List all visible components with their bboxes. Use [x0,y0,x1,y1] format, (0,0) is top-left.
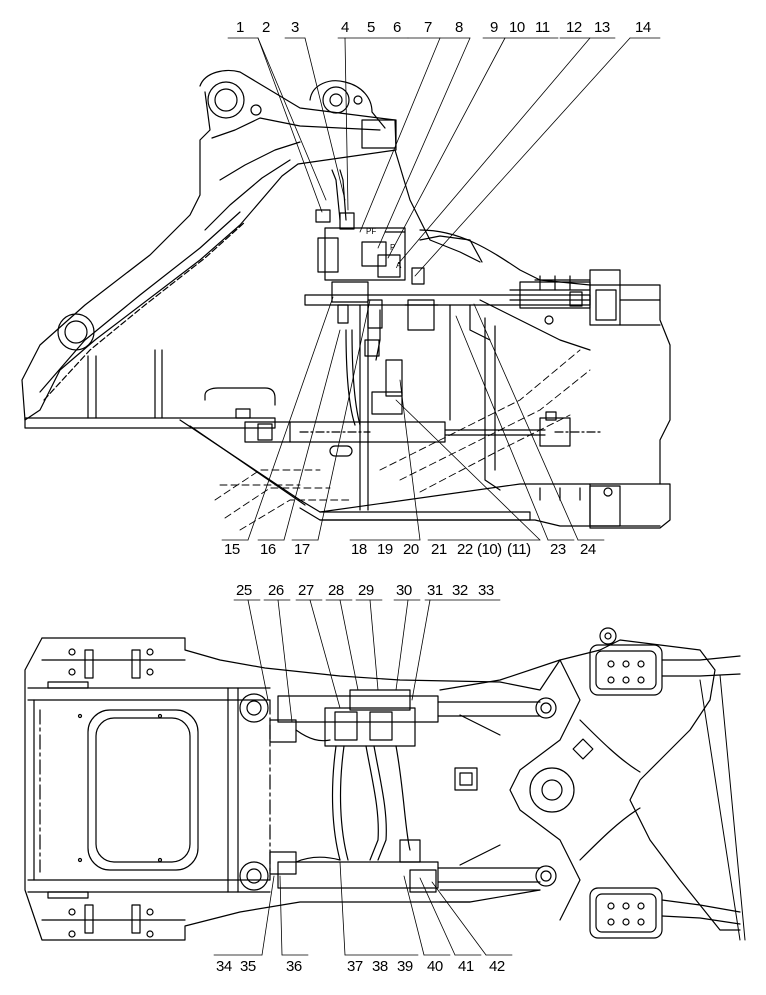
hidden-lines [215,350,590,530]
callout-41: 41 [458,958,474,975]
callout-9: 9 [490,19,498,36]
plan-cylinders [240,694,556,892]
callout-32: 32 [452,582,468,599]
callout-25: 25 [236,582,252,599]
lower-frame [180,295,660,526]
callout-15: 15 [224,541,240,558]
callout-34: 34 [216,958,232,975]
callout-27: 27 [298,582,314,599]
callout-20: 20 [403,541,419,558]
callout-11: 11 [535,19,550,36]
callout-37: 37 [347,958,363,975]
valve-port-pf: PF [366,227,376,236]
callout-12: 12 [566,19,582,36]
chassis-outline [25,638,560,940]
valve-block: PF P A [316,170,438,425]
callout-19: 19 [377,541,393,558]
callout-17: 17 [294,541,310,558]
side-elevation-view: PF P A [22,38,670,540]
callout-29: 29 [358,582,374,599]
callout-38: 38 [372,958,388,975]
plan-view [25,600,745,955]
callout-24: 24 [580,541,596,558]
callout-22-ref-11: (11) [507,541,531,558]
leader-lines-mid [222,297,604,540]
leader-lines-plan [214,600,512,955]
plan-rear-frame [440,628,745,940]
callout-23: 23 [550,541,566,558]
callout-10: 10 [509,19,525,36]
callout-8: 8 [455,19,463,36]
boom-arm [22,71,482,420]
callout-33: 33 [478,582,494,599]
base-plate [25,350,275,428]
leader-lines-top [228,38,660,276]
callout-30: 30 [396,582,412,599]
callout-22: 22 [457,541,473,558]
right-frame [420,230,670,528]
callout-6: 6 [393,19,401,36]
callout-3: 3 [291,19,299,36]
callout-22-ref-10: (10) [477,541,502,558]
callout-39: 39 [397,958,413,975]
callout-40: 40 [427,958,443,975]
callout-13: 13 [594,19,610,36]
callout-7: 7 [424,19,432,36]
callout-42: 42 [489,958,505,975]
main-cylinder [245,412,600,456]
callout-36: 36 [286,958,302,975]
callout-1: 1 [236,19,244,36]
callout-2: 2 [262,19,270,36]
callout-28: 28 [328,582,344,599]
valve-port-p: P [390,243,395,252]
callout-18: 18 [351,541,367,558]
callout-35: 35 [240,958,256,975]
valve-port-a: A [396,261,402,270]
callout-26: 26 [268,582,284,599]
plan-manifold [296,690,477,862]
callout-21: 21 [431,541,447,558]
callout-31: 31 [427,582,443,599]
callout-5: 5 [367,19,375,36]
callout-14: 14 [635,19,651,36]
callout-16: 16 [260,541,276,558]
callout-4: 4 [341,19,349,36]
